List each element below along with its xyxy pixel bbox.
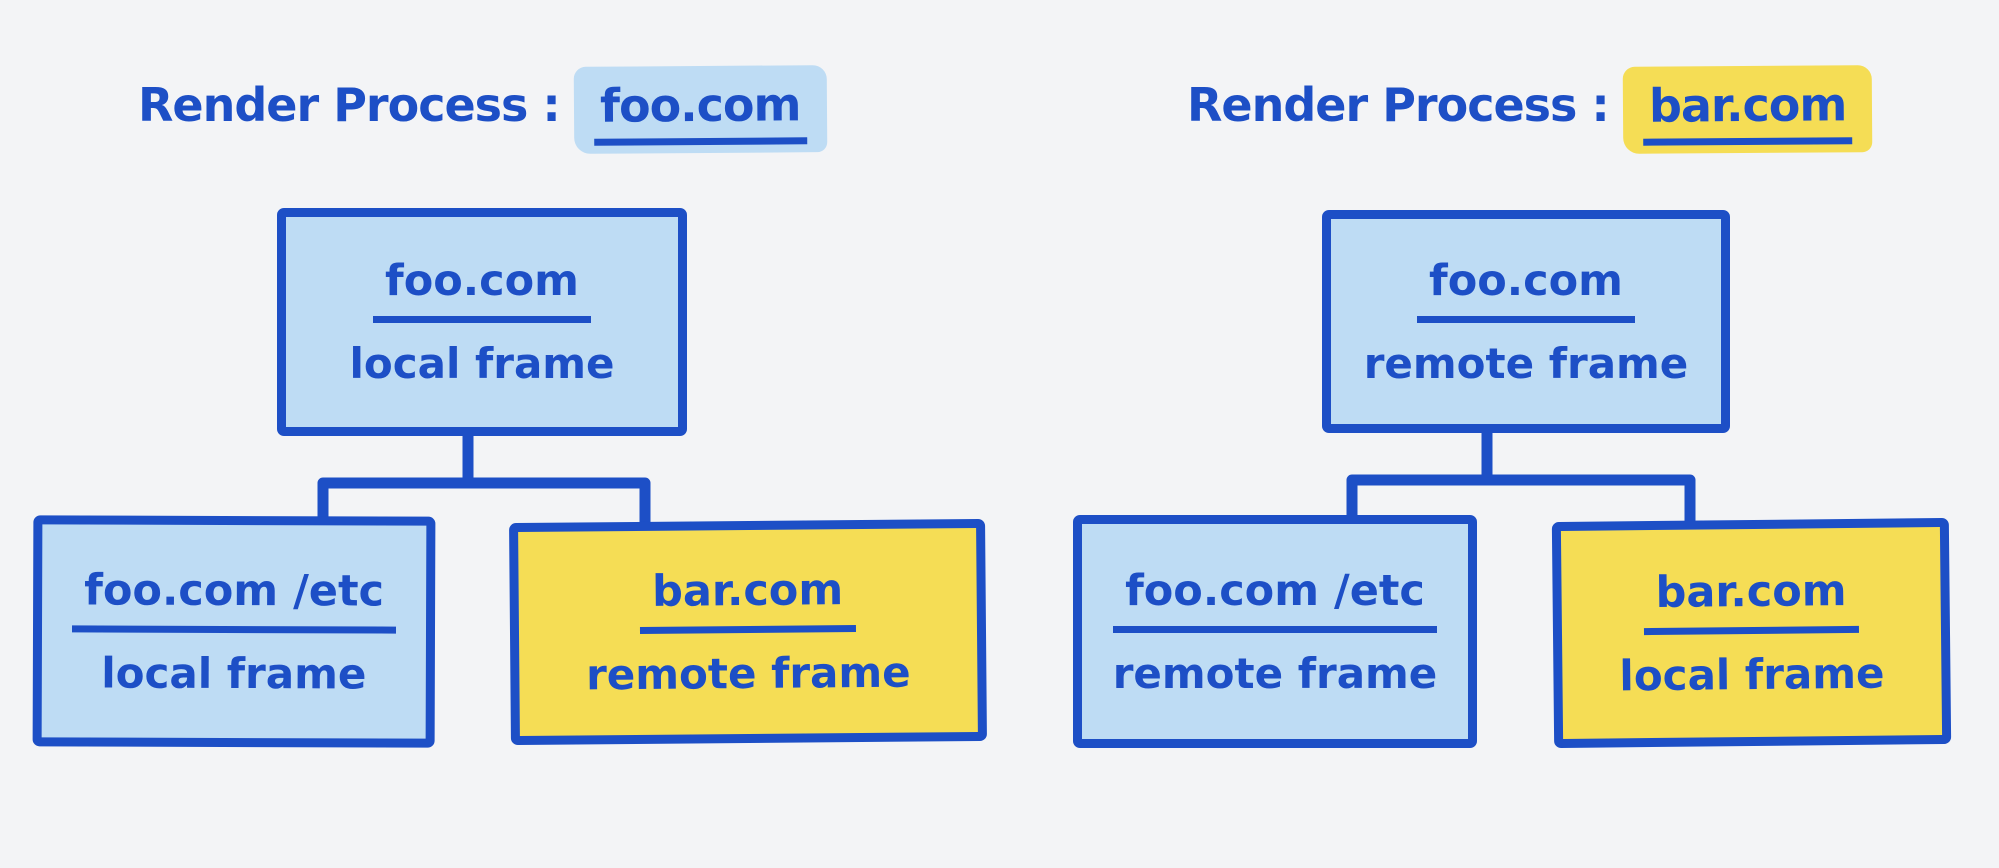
node-domain: bar.com xyxy=(639,565,856,634)
node-frame-type: local frame xyxy=(1619,648,1885,701)
title-domain: foo.com xyxy=(593,77,807,146)
node-left-parent-frame: foo.com local frame xyxy=(277,208,687,436)
node-left-child-remote: bar.com remote frame xyxy=(509,518,987,746)
node-frame-type: remote frame xyxy=(585,647,911,700)
node-right-child-local: bar.com local frame xyxy=(1551,517,1952,749)
title-domain: bar.com xyxy=(1642,77,1853,146)
node-domain: foo.com xyxy=(373,256,591,323)
title-domain-highlight: foo.com xyxy=(573,65,827,154)
node-frame-type: local frame xyxy=(101,648,367,698)
node-domain: foo.com /etc xyxy=(72,564,397,634)
connector-left-tree xyxy=(317,424,651,534)
node-frame-type: local frame xyxy=(349,339,615,388)
node-right-child-remote: foo.com /etc remote frame xyxy=(1073,515,1477,748)
node-left-child-local: foo.com /etc local frame xyxy=(32,515,436,748)
node-frame-type: remote frame xyxy=(1363,338,1689,388)
connector-right-tree xyxy=(1346,422,1696,533)
render-process-title-right: Render Process : bar.com xyxy=(1187,65,1873,154)
node-right-parent-frame: foo.com remote frame xyxy=(1322,210,1730,433)
node-domain: foo.com /etc xyxy=(1113,566,1437,633)
node-domain: foo.com xyxy=(1417,256,1635,323)
title-prefix: Render Process : xyxy=(138,78,561,132)
render-process-title-left: Render Process : foo.com xyxy=(138,65,827,154)
title-prefix: Render Process : xyxy=(1187,78,1610,132)
title-domain-highlight: bar.com xyxy=(1622,65,1873,154)
node-frame-type: remote frame xyxy=(1112,648,1438,698)
node-domain: bar.com xyxy=(1643,565,1860,636)
